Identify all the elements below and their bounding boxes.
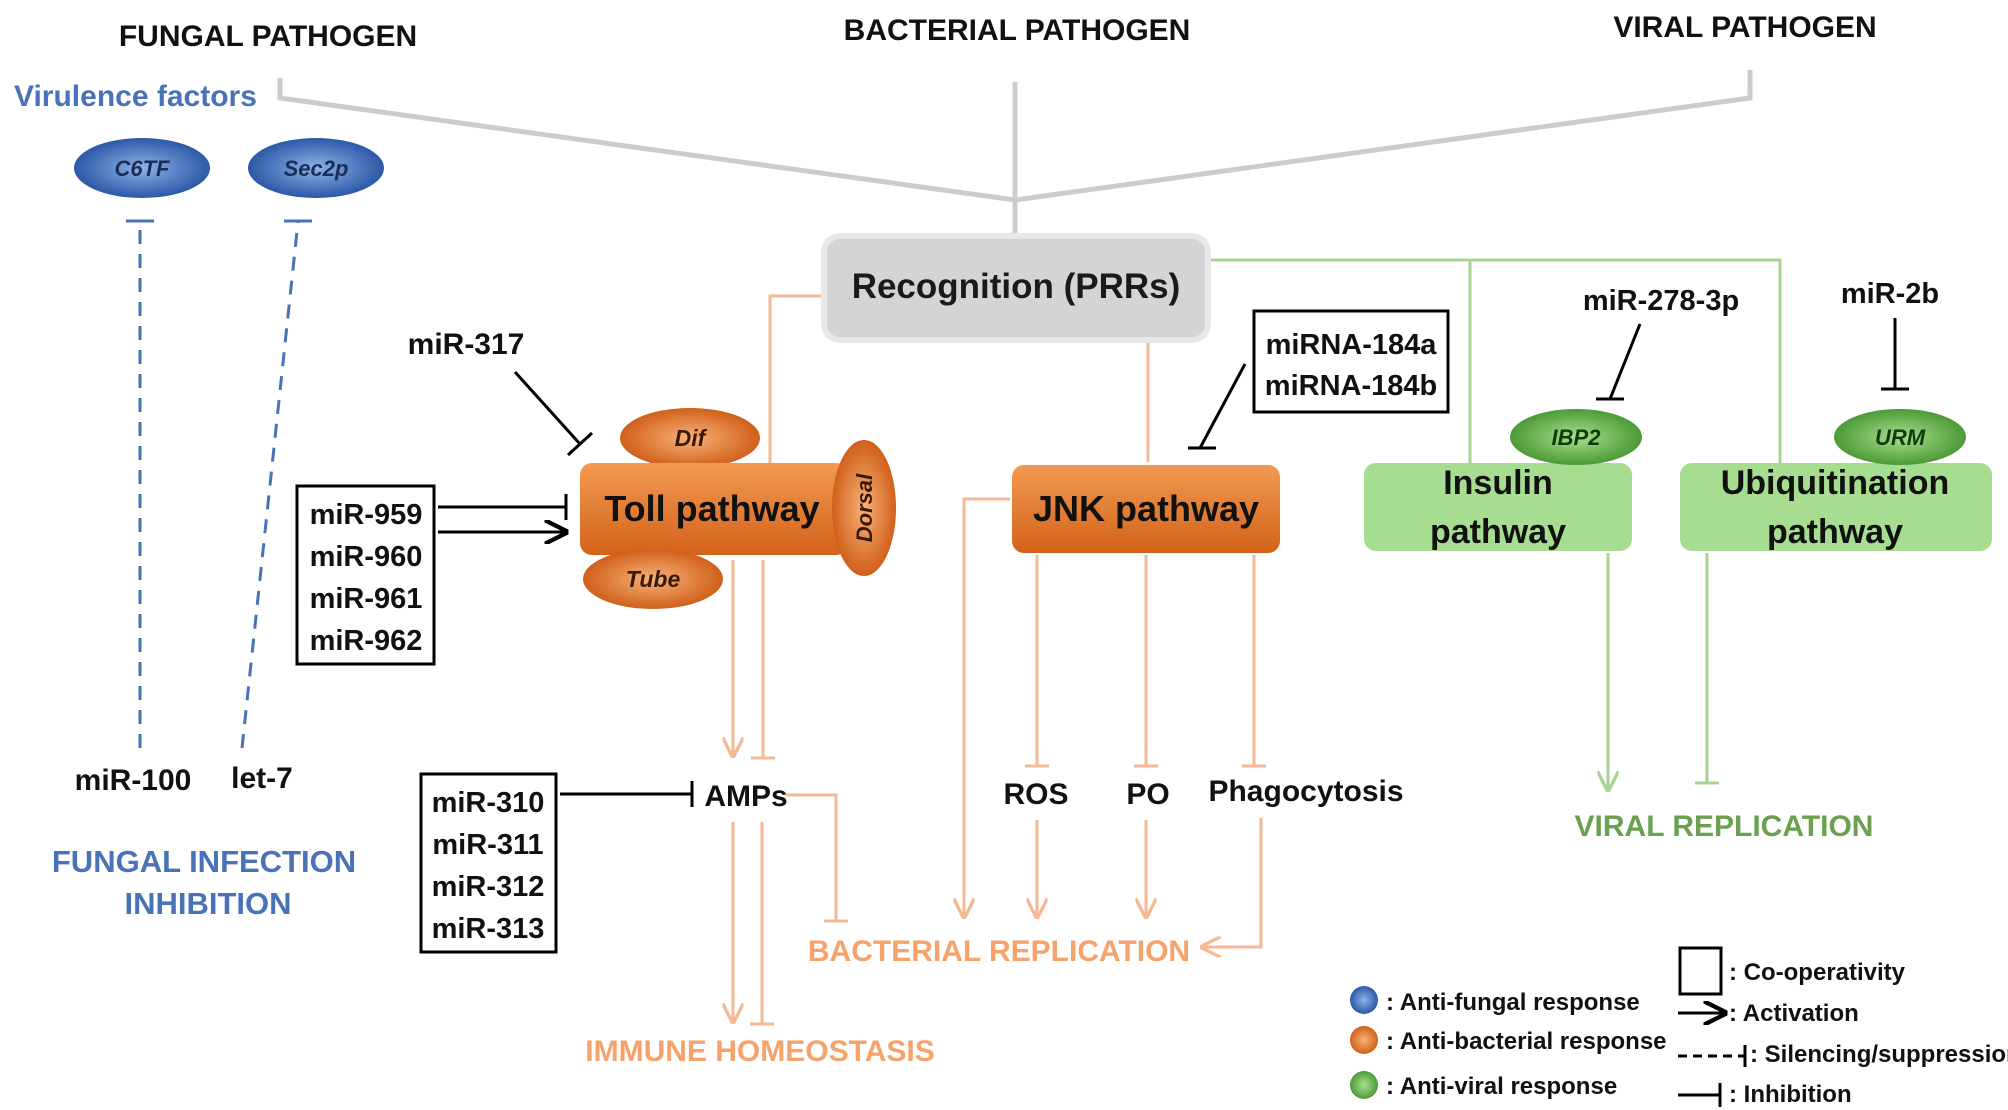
mir-311-label: miR-311 (432, 829, 543, 861)
viral-replication-label: VIRAL REPLICATION (1575, 810, 1874, 843)
legend-green-dot (1350, 1071, 1378, 1099)
bacterial-branch-lines (768, 294, 1150, 465)
insulin-label-line1: Insulin (1443, 464, 1553, 502)
viral-pathogen-label: VIRAL PATHOGEN (1613, 11, 1876, 44)
legend-anti-bacterial: : Anti-bacterial response (1386, 1028, 1667, 1055)
mir-961-label: miR-961 (310, 583, 423, 615)
legend-anti-viral: : Anti-viral response (1386, 1073, 1617, 1100)
sec2p-factor (248, 138, 384, 198)
dif-protein (620, 408, 760, 468)
insulin-label-line2: pathway (1430, 513, 1566, 551)
legend-inhibition: : Inhibition (1729, 1081, 1852, 1108)
tube-label: Tube (626, 566, 681, 592)
mir-310-label: miR-310 (432, 787, 545, 819)
mir-317-label: miR-317 (408, 328, 525, 361)
insulin-pathway-node (1364, 463, 1632, 551)
amps-label: AMPs (704, 780, 787, 813)
ubiquitination-label-line2: pathway (1767, 513, 1903, 551)
mir-312-label: miR-312 (432, 871, 545, 903)
amps-output-edges (733, 793, 848, 1026)
pathogen-convergence-lines (277, 70, 1753, 238)
mir-962-label: miR-962 (310, 625, 423, 657)
ubiquitination-pathway-node (1680, 463, 1992, 551)
tube-protein (583, 549, 723, 609)
toll-pathway-label: Toll pathway (604, 488, 819, 529)
let-7-label: let-7 (231, 762, 293, 795)
mir-2b-label: miR-2b (1841, 278, 1939, 310)
legend-cooperativity-box (1678, 946, 1723, 996)
bacterial-replication-label: BACTERIAL REPLICATION (808, 935, 1190, 968)
c6tf-factor (74, 138, 210, 198)
mir-310-313-inhibition (560, 781, 694, 807)
mir-2b-inhibition (1881, 318, 1909, 391)
recognition-label: Recognition (PRRs) (852, 267, 1181, 306)
ros-label: ROS (1003, 778, 1068, 811)
bacterial-pathogen-label: BACTERIAL PATHOGEN (844, 14, 1191, 47)
c6tf-label: C6TF (115, 156, 171, 181)
mir-278-3p-label: miR-278-3p (1583, 285, 1739, 317)
po-label: PO (1126, 778, 1169, 811)
legend-cooperativity: : Co-operativity (1729, 959, 1906, 986)
fungal-outcome-line2: INHIBITION (124, 886, 291, 921)
bacterial-replication-edges (1037, 818, 1263, 947)
mir-959-label: miR-959 (310, 499, 423, 531)
legend-anti-fungal: : Anti-fungal response (1386, 989, 1640, 1016)
mir-959-962-edges (438, 494, 566, 532)
phagocytosis-label: Phagocytosis (1208, 775, 1403, 808)
legend-silencing: : Silencing/suppression (1750, 1041, 2008, 1068)
fungal-outcome-line1: FUNGAL INFECTION (52, 844, 356, 879)
toll-pathway-node (580, 463, 848, 555)
mir-959-962-box (295, 484, 436, 666)
mirna-184b-label: miRNA-184b (1265, 370, 1437, 402)
ubiquitination-label-line1: Ubiquitination (1721, 464, 1950, 502)
legend-blue-dot (1350, 986, 1378, 1014)
ibp2-label: IBP2 (1552, 425, 1602, 450)
virulence-factors-title: Virulence factors (14, 80, 257, 113)
mirna-184a-label: miRNA-184a (1266, 329, 1438, 361)
mir-310-313-box (419, 772, 558, 954)
recognition-node (821, 233, 1211, 343)
immune-homeostasis-label: IMMUNE HOMEOSTASIS (585, 1035, 934, 1068)
mir-317-inhibition (513, 370, 594, 457)
dif-label: Dif (675, 425, 708, 451)
jnk-pathway-label: JNK pathway (1033, 488, 1259, 529)
mir-313-label: miR-313 (432, 913, 545, 945)
mirna-184-inhibition (1188, 363, 1247, 450)
ibp2-protein (1510, 409, 1642, 465)
toll-to-amps-edges (733, 560, 775, 760)
dorsal-label: Dorsal (852, 473, 877, 542)
fungal-silencing-lines (126, 219, 312, 749)
jnk-output-edges (964, 497, 1266, 917)
fungal-pathogen-label: FUNGAL PATHOGEN (119, 20, 417, 53)
legend-activation: : Activation (1729, 1000, 1859, 1027)
legend: : Anti-fungal response : Anti-bacterial … (1350, 946, 2008, 1108)
mir-100-label: miR-100 (75, 764, 192, 797)
urm-protein (1834, 409, 1966, 465)
mir-278-3p-inhibition (1596, 323, 1642, 401)
jnk-pathway-node (1012, 465, 1280, 553)
urm-label: URM (1875, 425, 1926, 450)
mirna-184-box (1252, 309, 1450, 414)
dorsal-protein (832, 440, 896, 576)
mir-960-label: miR-960 (310, 541, 423, 573)
viral-output-edges (1608, 553, 1719, 790)
legend-orange-dot (1350, 1026, 1378, 1054)
sec2p-label: Sec2p (284, 156, 349, 181)
viral-branch-lines (1208, 258, 1782, 467)
